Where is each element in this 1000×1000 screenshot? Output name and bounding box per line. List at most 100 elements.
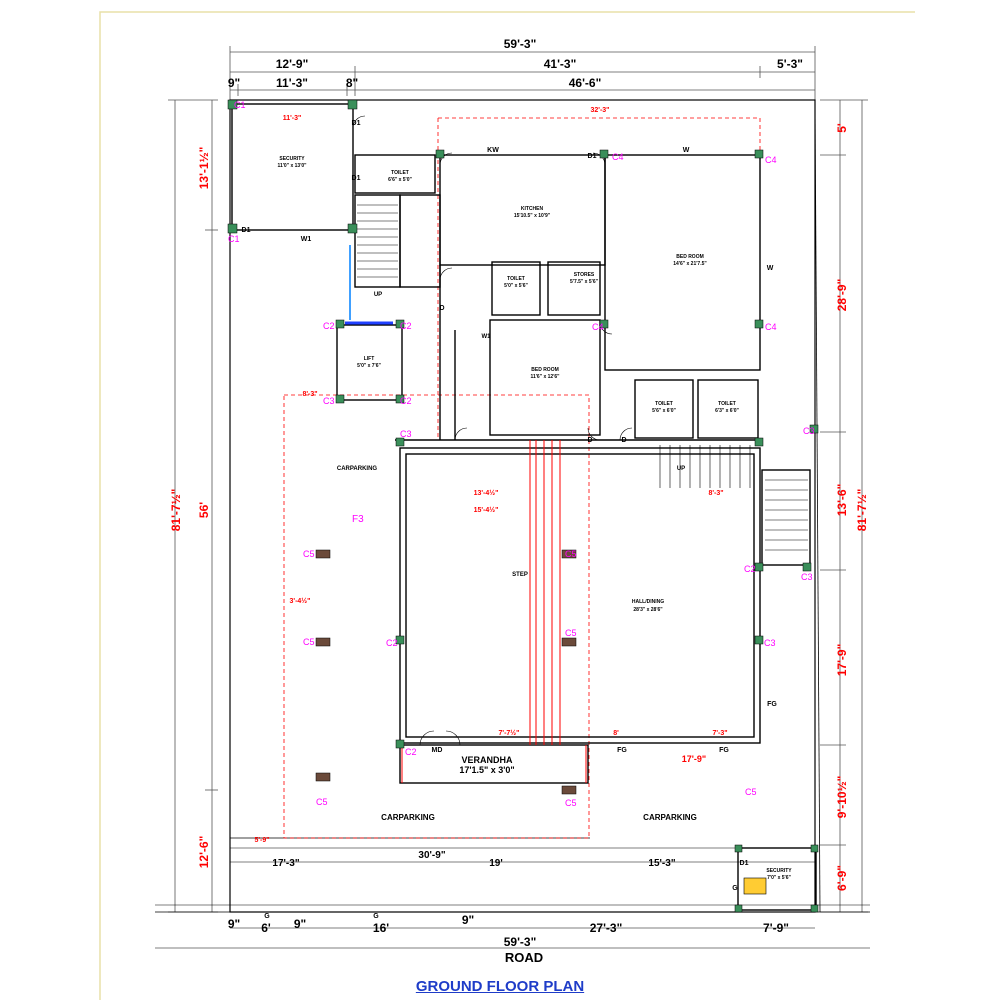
column-tag-c5: C5 [565, 549, 577, 559]
top-dim-r3-c: 8" [346, 76, 358, 90]
toilet2-size: 5'0" x 5'6" [504, 283, 528, 289]
left-dim-mid: 56' [197, 502, 211, 518]
toilet4-name: TOILET [718, 401, 736, 407]
inner-dim: 17'-9" [682, 754, 706, 764]
gate-label-1: G [264, 913, 270, 920]
inner-dim: 15'-4½" [474, 506, 499, 514]
column-tag-c4: C4 [592, 322, 604, 332]
road-label: ROAD [505, 950, 543, 965]
right-dim-f: 6'-9" [835, 865, 849, 891]
bedroom-window-label-2: W [767, 265, 774, 272]
security1-name: SECURITY [279, 156, 305, 162]
column-tag-c3: C3 [400, 429, 412, 439]
column-tag-c2: C2 [386, 638, 398, 648]
security-window-label: W1 [301, 236, 312, 243]
bottom-dim-d: 16' [373, 921, 389, 935]
right-dim-b: 28'-9" [835, 279, 849, 312]
kitchen-window-label: KW [487, 147, 499, 154]
hall-name: HALL/DINING [632, 599, 664, 605]
bottom-dim-g: 7'-9" [763, 921, 789, 935]
column-tag-c5: C5 [565, 628, 577, 638]
inner-dim: 3'-4½" [290, 597, 311, 605]
bottom-inner-dim-a: 17'-3" [272, 858, 299, 869]
top-dim-part-a: 12'-9" [276, 57, 309, 71]
top-dim-r3-a: 9" [228, 76, 240, 90]
door-swings [352, 115, 633, 746]
bedroom2-name: BED ROOM [531, 367, 559, 373]
right-dim-overall: 81'-7½" [855, 489, 869, 532]
security2-size: 7'0" x 5'6" [767, 875, 791, 881]
inner-dim: 13'-4½" [474, 489, 499, 497]
stores-size: 5'7.5" x 5'6" [570, 279, 599, 285]
floor-tag-f3: F3 [352, 514, 364, 525]
carparking-label-left: CARPARKING [381, 813, 435, 822]
column-tag-c4: C4 [765, 322, 777, 332]
bedroom1-name: BED ROOM [676, 254, 704, 260]
lift-size: 5'0" x 7'6" [357, 363, 381, 369]
french-glass-label-3: FG [767, 701, 777, 708]
kitchen-name: KITCHEN [521, 206, 544, 212]
column-tag-c4: C4 [765, 155, 777, 165]
column-tag-c3: C3 [323, 396, 335, 406]
column-tag-c2: C2 [744, 564, 756, 574]
bottom-dim-e: 9" [462, 913, 474, 927]
column-tag-c2: C2 [400, 396, 412, 406]
top-dimension-lines [229, 46, 816, 100]
top-dim-overall: 59'-3" [504, 37, 537, 51]
gate-label-2: G [373, 913, 379, 920]
staircase-treads [357, 204, 808, 551]
kitchen-size: 15'10.5" x 10'9" [514, 213, 551, 219]
toilet1-size: 6'6" x 5'0" [388, 177, 412, 183]
column-tag-c1: C1 [234, 100, 246, 110]
top-dim-part-c: 5'-3" [777, 57, 803, 71]
column-tag-c4: C4 [612, 152, 624, 162]
inner-dim: 8'-3" [302, 391, 317, 398]
toilet3-name: TOILET [655, 401, 673, 407]
step-lines [401, 440, 587, 783]
stair-up-label: UP [374, 292, 382, 298]
carparking-label-right: CARPARKING [643, 813, 697, 822]
toilet3-size: 5'6" x 6'0" [652, 408, 676, 414]
bottom-inner-dim-b: 19' [489, 858, 503, 869]
inner-dim-top: 32'-3" [591, 107, 610, 114]
bedroom-window-label: W [683, 147, 690, 154]
right-dim-a: 5' [835, 123, 849, 133]
drawing-title: GROUND FLOOR PLAN [415, 978, 585, 995]
toilet-door-label: D1 [352, 175, 361, 182]
carparking-label-top: CARPARKING [337, 466, 378, 472]
stores-name: STORES [574, 272, 595, 278]
bottom-inner-dim-d: 30'-9" [418, 850, 445, 861]
verandha-name: VERANDHA [461, 755, 513, 765]
bedroom1-size: 14'6" x 21'7.5" [673, 261, 707, 267]
column-tag-c5: C5 [565, 798, 577, 808]
bottom-inner-dim-c: 15'-3" [648, 858, 675, 869]
column-tag-c3: C3 [801, 572, 813, 582]
column-tag-c5: C5 [303, 637, 315, 647]
gate-label-3: G [732, 885, 738, 892]
french-glass-label-2: FG [719, 747, 729, 754]
toilet2-name: TOILET [507, 276, 525, 282]
step-label: STEP [512, 572, 528, 578]
security1-size: 11'0" x 13'0" [277, 163, 307, 169]
security-door-label-2: D1 [242, 227, 251, 234]
inner-dim: 8' [613, 730, 619, 737]
main-door-label: MD [432, 747, 443, 754]
walls [231, 103, 817, 911]
inner-dim: 11'-3" [283, 115, 302, 122]
column-tag-c3: C3 [803, 426, 815, 436]
column-tag-c2: C2 [405, 747, 417, 757]
column-tag-c2: C2 [323, 321, 335, 331]
bottom-dimension-lines [155, 847, 870, 949]
bottom-dim-a: 9" [228, 917, 240, 931]
top-dim-r3-d: 46'-6" [569, 76, 602, 90]
security2-name: SECURITY [766, 868, 792, 874]
inner-dim: 7'-3" [712, 730, 727, 737]
columns [227, 99, 819, 913]
right-dim-d: 17'-9" [835, 644, 849, 677]
c5-columns [315, 549, 577, 795]
top-dim-r3-b: 11'-3" [276, 76, 308, 90]
french-glass-label: FG [617, 747, 627, 754]
lift-name: LIFT [364, 356, 375, 362]
sheet-border [99, 11, 915, 1000]
